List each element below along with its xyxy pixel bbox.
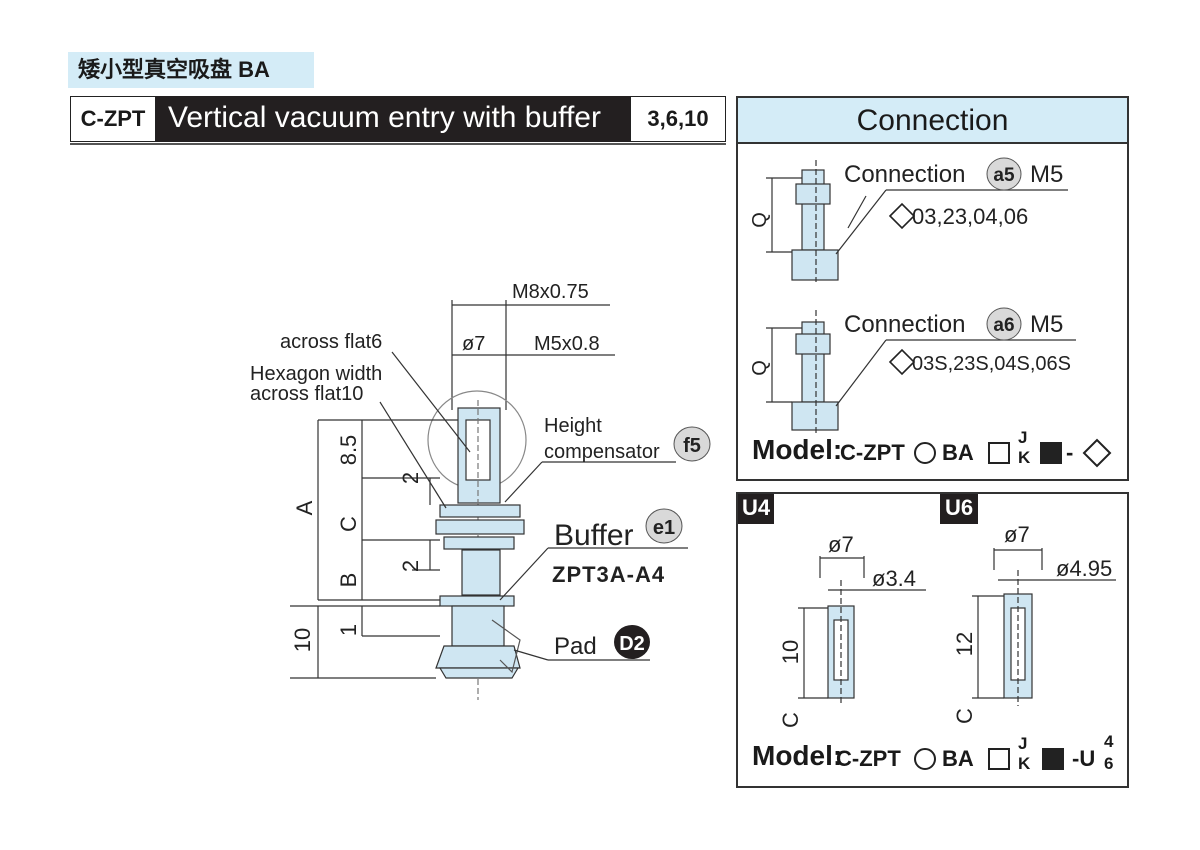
model-prefix: Model: bbox=[752, 434, 843, 465]
hexagon-label-2: across flat10 bbox=[250, 383, 363, 405]
u4-c-dim: C bbox=[778, 712, 803, 728]
svg-text:a5: a5 bbox=[993, 165, 1015, 186]
a6-badge: a6 bbox=[986, 307, 1022, 341]
u4-tag: U4 bbox=[738, 494, 774, 524]
a5-thread: M5 bbox=[1030, 161, 1063, 188]
u-model-k: K bbox=[1018, 754, 1031, 773]
u6-tag: U6 bbox=[940, 494, 978, 524]
f5-badge: f5 bbox=[673, 426, 711, 462]
a5-connection-label: Connection bbox=[844, 161, 965, 188]
a5-options: 03,23,04,06 bbox=[912, 204, 1028, 229]
u-model-code: C-ZPT bbox=[836, 746, 901, 771]
svg-text:e1: e1 bbox=[653, 517, 675, 539]
across-flat-label: across flat6 bbox=[280, 331, 382, 353]
diameter-label: ø7 bbox=[462, 333, 485, 355]
dim-1: 1 bbox=[336, 624, 361, 636]
a6-connection-label: Connection bbox=[844, 311, 965, 338]
svg-text:a6: a6 bbox=[993, 315, 1014, 336]
u-model-line: Model: C-ZPT BA J K -U 4 6 bbox=[752, 732, 1124, 784]
pad-sizes: 3,6,10 bbox=[630, 96, 726, 142]
a6-thread: M5 bbox=[1030, 311, 1063, 338]
connection-drawings: Connection M5 03,23,04,06 Connection M5 … bbox=[749, 157, 1076, 434]
svg-text:f5: f5 bbox=[683, 435, 701, 457]
u-filled-square-icon bbox=[1042, 748, 1064, 770]
category-title: 矮小型真空吸盘 BA bbox=[68, 52, 314, 88]
u-options-panel bbox=[736, 492, 1129, 788]
hexagon-label-1: Hexagon width bbox=[250, 363, 382, 385]
a6-q-dim: Q bbox=[749, 360, 771, 376]
u4-diameter-inner: ø3.4 bbox=[872, 566, 916, 591]
dim-8-5: 8.5 bbox=[336, 435, 361, 466]
a5-diamond-icon bbox=[888, 202, 916, 230]
height-comp-label-2: compensator bbox=[544, 441, 660, 463]
u-option-6: 6 bbox=[1104, 754, 1114, 773]
height-comp-label-1: Height bbox=[544, 415, 602, 437]
svg-text:D2: D2 bbox=[619, 633, 645, 655]
u6-diameter-outer: ø7 bbox=[1004, 522, 1030, 547]
main-technical-drawing: M8x0.75 ø7 M5x0.8 across flat6 Hexagon w… bbox=[250, 281, 711, 700]
u6-c-dim: C bbox=[952, 708, 977, 724]
model-k: K bbox=[1018, 448, 1031, 467]
connection-panel bbox=[736, 96, 1129, 481]
u-model-ba: BA bbox=[942, 746, 974, 771]
a5-badge: a5 bbox=[986, 157, 1022, 191]
thread-inner-label: M5x0.8 bbox=[534, 333, 600, 355]
u-model-suffix: -U bbox=[1072, 746, 1096, 771]
dim-b: B bbox=[336, 573, 361, 588]
square-placeholder-icon bbox=[988, 442, 1010, 464]
product-title: Vertical vacuum entry with buffer bbox=[156, 96, 630, 142]
u-model-prefix: Model: bbox=[752, 740, 843, 771]
a6-diamond-icon bbox=[888, 348, 916, 376]
header-divider bbox=[70, 143, 726, 145]
u-circle-placeholder-icon bbox=[914, 748, 936, 770]
u4-height: 10 bbox=[778, 640, 803, 664]
u4-diameter-outer: ø7 bbox=[828, 532, 854, 557]
buffer-part-number: ZPT3A-A4 bbox=[552, 562, 665, 587]
connection-model-line: Model: C-ZPT BA J K - bbox=[752, 428, 1124, 474]
pad-label: Pad bbox=[554, 633, 597, 660]
a6-options: 03S,23S,04S,06S bbox=[912, 353, 1071, 375]
e1-badge: e1 bbox=[645, 508, 683, 544]
dim-2-lower: 2 bbox=[398, 560, 423, 572]
model-ba: BA bbox=[942, 440, 974, 465]
model-j: J bbox=[1018, 428, 1028, 447]
dim-10: 10 bbox=[290, 628, 315, 652]
u-model-j: J bbox=[1018, 734, 1028, 753]
a5-q-dim: Q bbox=[749, 212, 771, 228]
d2-badge: D2 bbox=[614, 625, 650, 659]
circle-placeholder-icon bbox=[914, 442, 936, 464]
model-dash: - bbox=[1066, 440, 1074, 465]
u6-height: 12 bbox=[952, 632, 977, 656]
thread-outer-label: M8x0.75 bbox=[512, 281, 589, 303]
u-option-4: 4 bbox=[1104, 732, 1114, 751]
filled-square-icon bbox=[1040, 442, 1062, 464]
dim-2-upper: 2 bbox=[398, 472, 423, 484]
u6-diameter-inner: ø4.95 bbox=[1056, 556, 1112, 581]
u-square-placeholder-icon bbox=[988, 748, 1010, 770]
dim-c: C bbox=[336, 516, 361, 532]
model-code: C-ZPT bbox=[840, 440, 905, 465]
dim-a: A bbox=[292, 500, 317, 515]
u-options-drawings: ø7 ø3.4 10 C ø7 ø4.95 12 C bbox=[778, 522, 1116, 728]
series-code: C-ZPT bbox=[70, 96, 156, 142]
connection-heading: Connection bbox=[738, 98, 1127, 144]
buffer-label: Buffer bbox=[554, 519, 634, 552]
diamond-placeholder-icon bbox=[1082, 438, 1112, 468]
